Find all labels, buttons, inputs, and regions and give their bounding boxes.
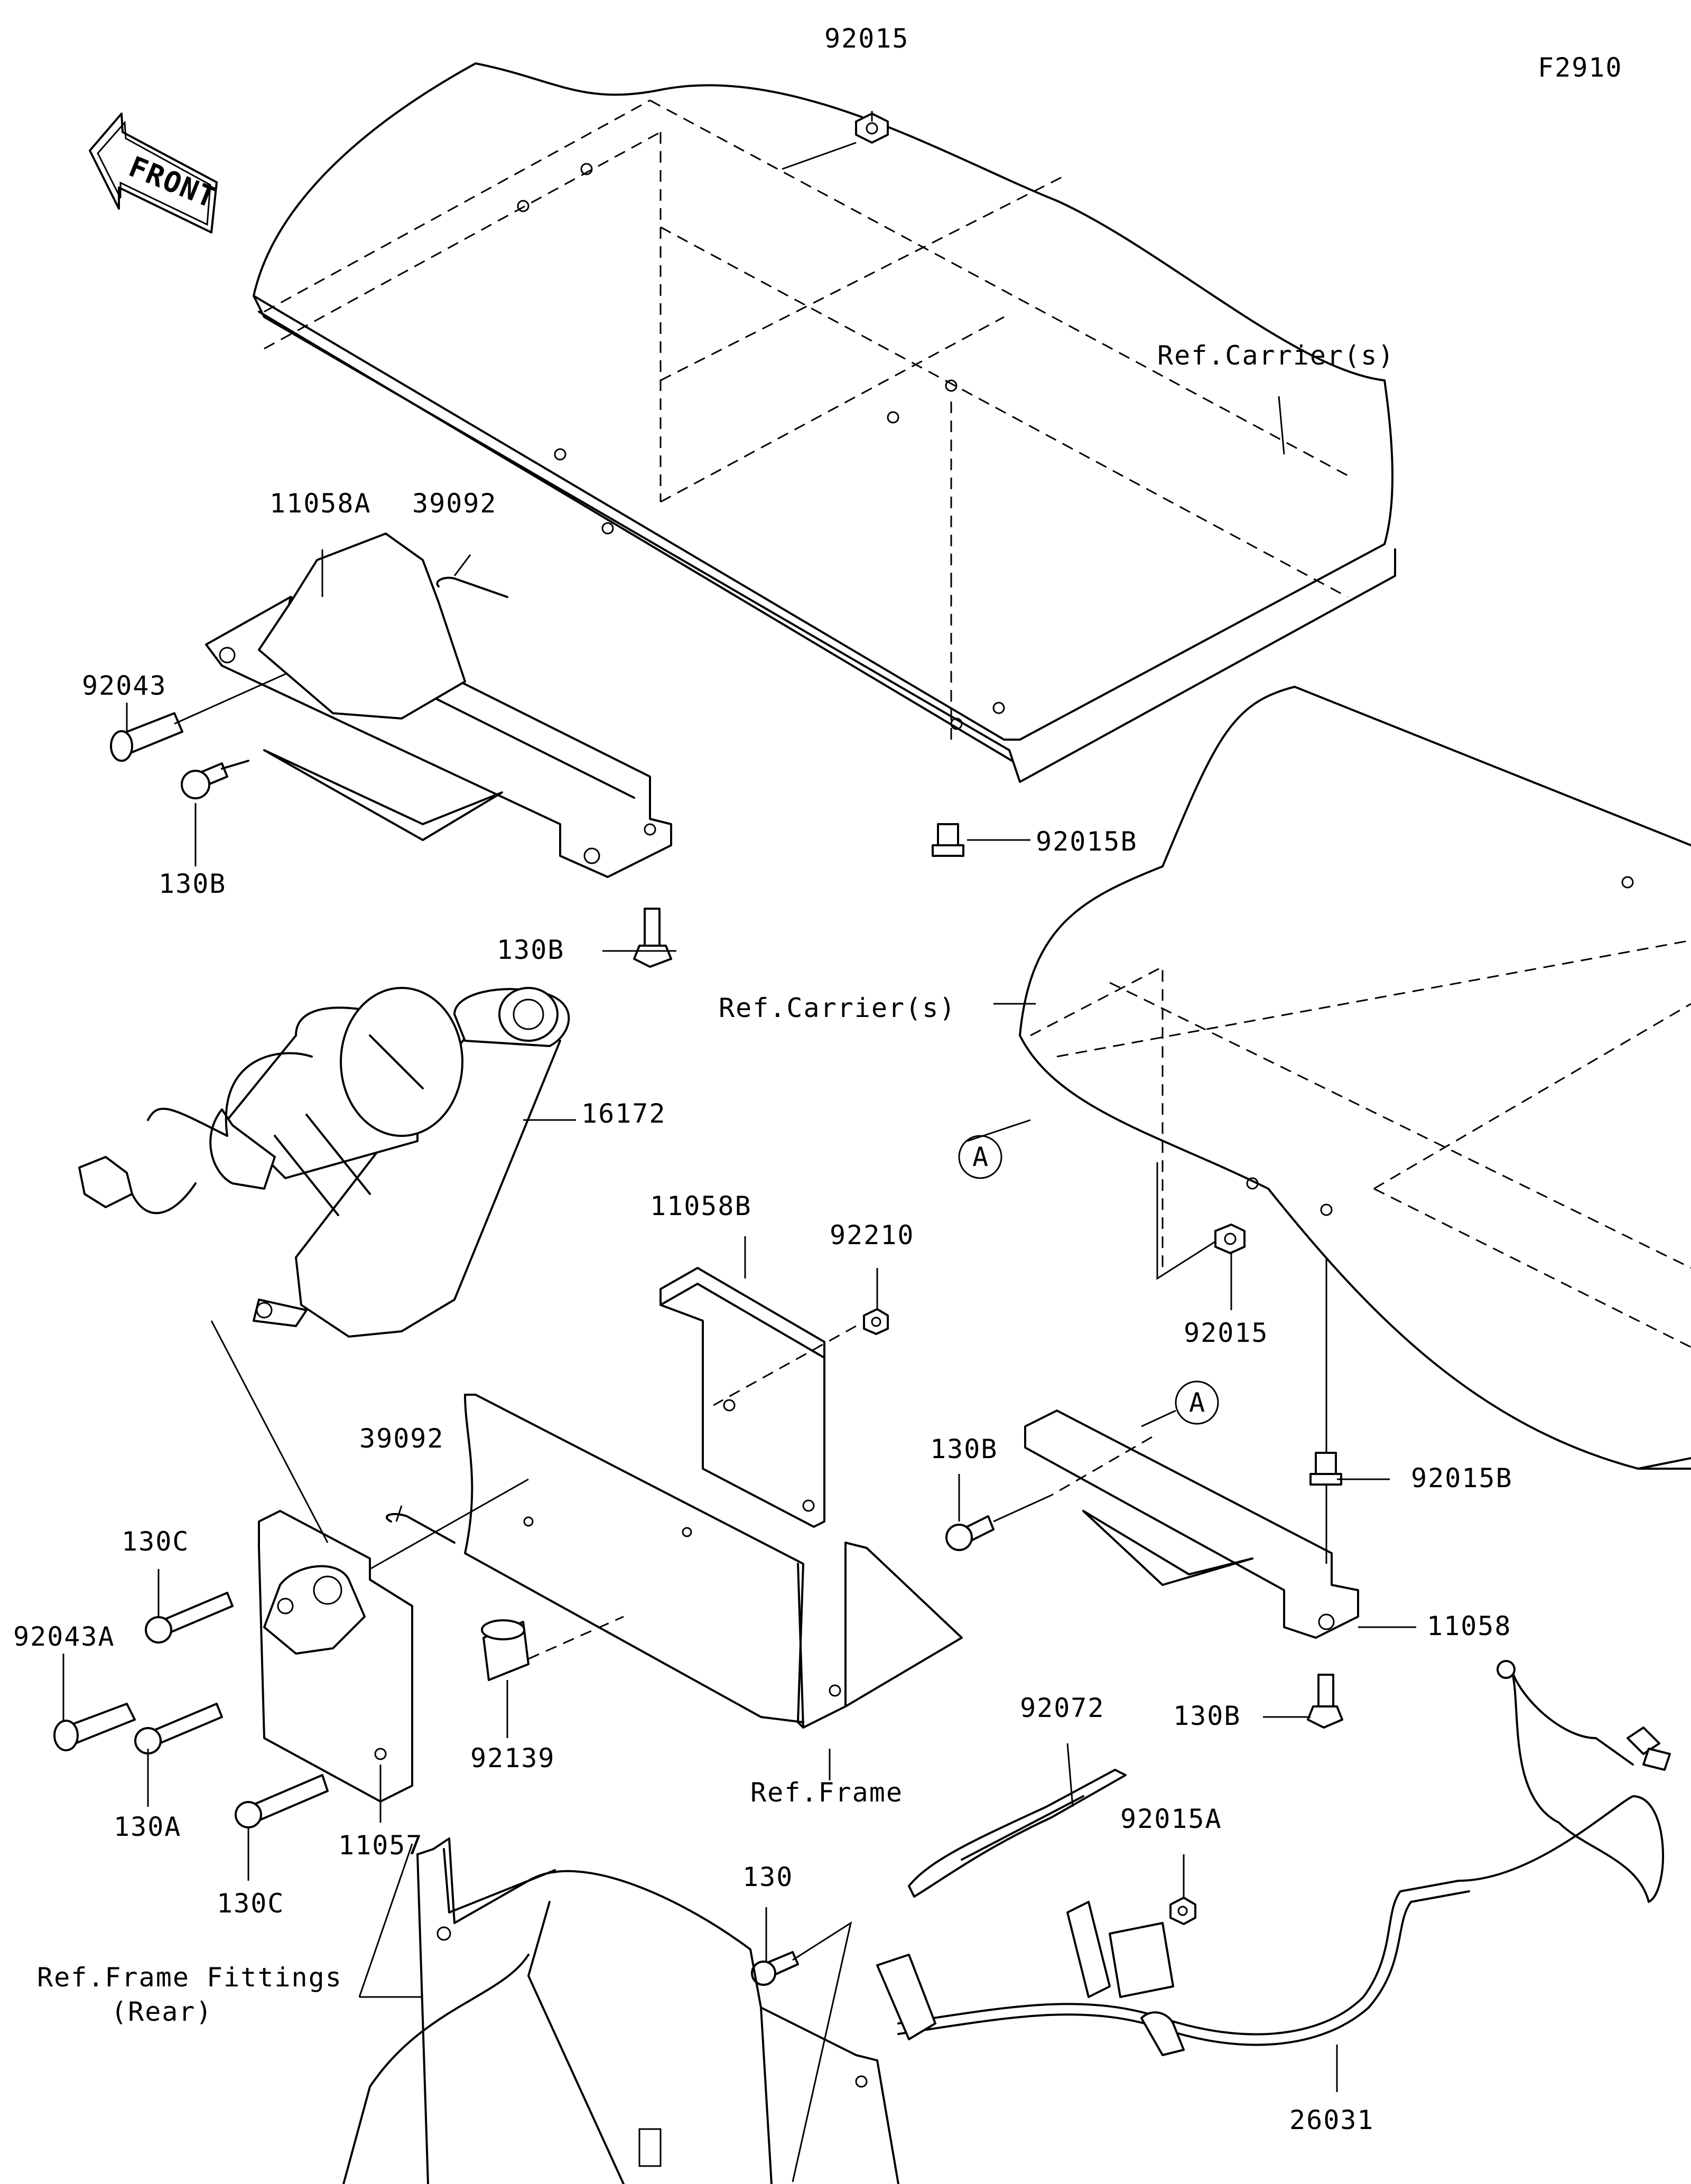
part-number-130c-lower: 130C xyxy=(217,1888,284,1919)
ref-carrier-upper xyxy=(253,62,1396,783)
spacer-92139 xyxy=(481,1619,529,1681)
part-number-130b-right-lower: 130B xyxy=(1173,1701,1241,1731)
ref-carrier-label-top: Ref.Carrier(s) xyxy=(1157,340,1395,371)
bolt-130b-left xyxy=(181,760,249,799)
ref-frame xyxy=(464,1394,963,1729)
part-number-130b-center: 130B xyxy=(497,935,564,965)
part-number-92015b-upper: 92015B xyxy=(1036,826,1138,857)
part-number-130b-left: 130B xyxy=(159,869,226,899)
bracket-11057 xyxy=(258,1510,413,1803)
nut-92015b-right xyxy=(1309,1452,1342,1486)
part-number-92015-right: 92015 xyxy=(1184,1318,1269,1348)
ref-frame-fittings-label: Ref.Frame Fittings xyxy=(37,1962,342,1993)
part-number-39092-upper: 39092 xyxy=(412,488,497,519)
part-number-130c-upper: 130C xyxy=(122,1526,189,1557)
bracket-11058 xyxy=(1024,1410,1359,1639)
part-number-130a: 130A xyxy=(114,1812,181,1842)
part-number-39092-lower: 39092 xyxy=(359,1423,444,1454)
part-number-130b-right-upper: 130B xyxy=(930,1434,998,1464)
part-number-16172: 16172 xyxy=(581,1098,666,1129)
pin-92043 xyxy=(110,712,183,762)
bolt-130 xyxy=(751,1951,799,1986)
bolt-130c-lower xyxy=(235,1774,329,1828)
part-number-130: 130 xyxy=(742,1862,793,1892)
callout-a-right: A xyxy=(1175,1380,1219,1425)
bolt-130b-right-upper xyxy=(945,1515,995,1551)
cotter-pin-39092-lower xyxy=(386,1513,456,1544)
bolt-130c-upper xyxy=(145,1592,234,1644)
nut-92210 xyxy=(863,1308,889,1335)
cotter-pin-39092-upper xyxy=(436,576,508,598)
part-number-92015a: 92015A xyxy=(1120,1804,1222,1834)
callout-a-left: A xyxy=(958,1135,1002,1179)
svg-text:A: A xyxy=(1189,1387,1206,1418)
part-number-92043: 92043 xyxy=(82,670,167,701)
bolt-130a xyxy=(134,1703,223,1754)
part-number-92072: 92072 xyxy=(1020,1693,1105,1723)
part-number-92139: 92139 xyxy=(470,1743,555,1774)
part-number-11058b: 11058B xyxy=(650,1191,752,1221)
ref-frame-fittings-rear-label: (Rear) xyxy=(111,1996,213,2027)
ref-frame-fittings-rear xyxy=(342,1837,899,2184)
nut-92015a xyxy=(1169,1897,1196,1925)
ref-carrier-lower xyxy=(1019,686,1691,1470)
bolt-130b-center xyxy=(633,908,672,968)
nut-92015-right xyxy=(1214,1224,1246,1254)
part-number-92015b-right: 92015B xyxy=(1411,1463,1513,1494)
figure-id: F2910 xyxy=(1538,52,1623,83)
bolt-130b-right-lower xyxy=(1307,1674,1343,1729)
actuator-16172 xyxy=(147,533,570,1338)
cable-tie-92072 xyxy=(908,1769,1127,1898)
ref-frame-label: Ref.Frame xyxy=(750,1777,903,1808)
connector-actuator xyxy=(78,1156,197,1215)
pin-92043a xyxy=(53,1703,136,1751)
front-direction-arrow-icon: FRONT xyxy=(89,113,221,234)
part-number-92043a: 92043A xyxy=(13,1621,115,1652)
part-number-11058: 11058 xyxy=(1427,1611,1512,1641)
nut-92015b-upper xyxy=(932,823,964,857)
ref-carrier-label-mid: Ref.Carrier(s) xyxy=(719,993,956,1023)
part-number-11058a: 11058A xyxy=(270,488,371,519)
part-number-92210: 92210 xyxy=(830,1220,915,1250)
bracket-11058b xyxy=(659,1267,825,1528)
part-number-92015-top: 92015 xyxy=(824,23,909,54)
part-number-26031: 26031 xyxy=(1289,2105,1374,2135)
svg-text:A: A xyxy=(972,1142,989,1172)
part-number-11057: 11057 xyxy=(338,1830,423,1861)
wire-harness-26031 xyxy=(876,1660,1671,2056)
